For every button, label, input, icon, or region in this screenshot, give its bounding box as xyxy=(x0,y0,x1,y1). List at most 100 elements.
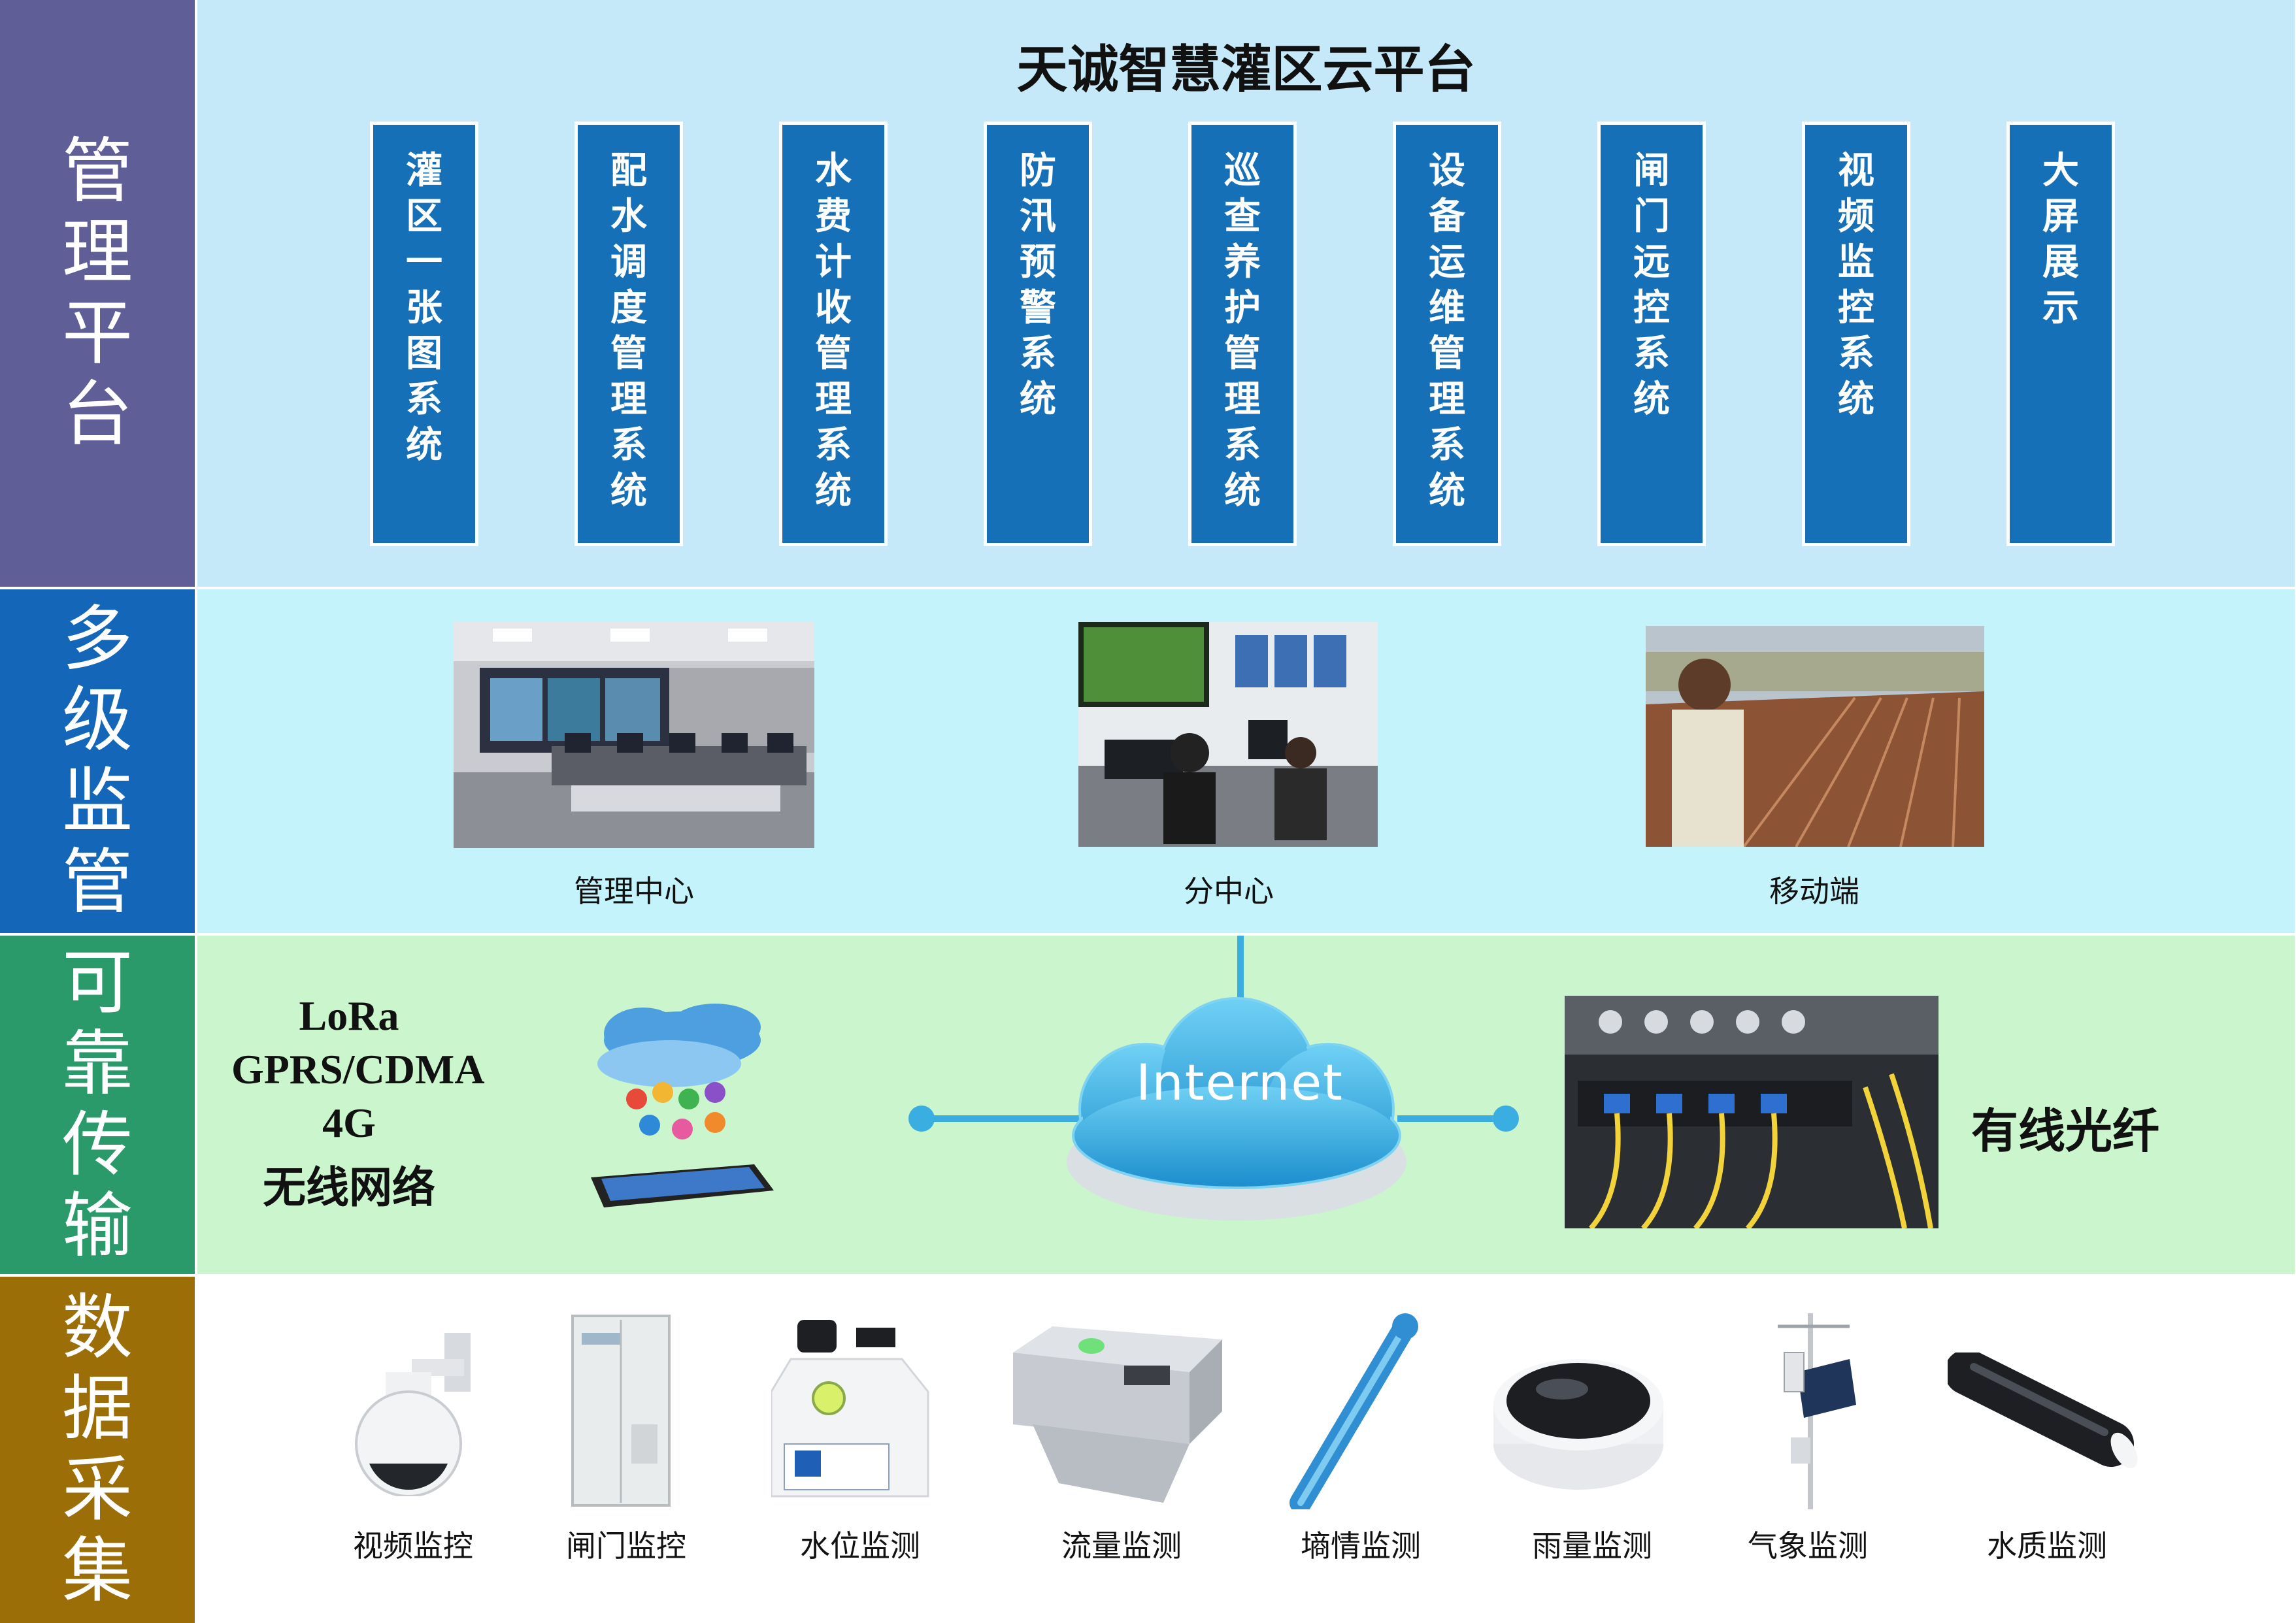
vertical-char: 统 xyxy=(1224,470,1261,512)
vertical-char: 汛 xyxy=(1020,195,1056,238)
vertical-char: 屏 xyxy=(2042,195,2079,238)
vertical-char: 理 xyxy=(815,378,852,421)
vertical-char: 控 xyxy=(1838,287,1874,329)
rain-gauge-icon xyxy=(1493,1359,1663,1490)
vertical-char: 统 xyxy=(1020,378,1056,421)
cloud-phone-image xyxy=(591,1004,774,1207)
vertical-char: 统 xyxy=(1633,378,1670,421)
vertical-char: 监 xyxy=(1838,241,1874,284)
vertical-char: 设 xyxy=(1429,150,1465,192)
vertical-char: 张 xyxy=(406,287,442,329)
vertical-char: 查 xyxy=(1224,195,1261,238)
vertical-char: 灌 xyxy=(406,150,442,192)
vertical-char: 控 xyxy=(1633,287,1670,329)
vertical-char: 巡 xyxy=(1224,150,1261,192)
vertical-char: 数 xyxy=(61,1287,133,1369)
sub-center-image xyxy=(1078,622,1378,847)
vertical-char: 平 xyxy=(61,293,133,374)
internet-cloud-icon xyxy=(1067,997,1406,1221)
caption-sub-center: 分中心 xyxy=(1184,874,1274,909)
module-6[interactable]: 设备运维管理系统 xyxy=(1393,122,1501,546)
vertical-char: 系 xyxy=(1224,424,1261,467)
vertical-char: 多 xyxy=(61,598,133,680)
vertical-char: 备 xyxy=(1429,195,1465,238)
module-7[interactable]: 闸门远控系统 xyxy=(1597,122,1706,546)
vertical-char: 预 xyxy=(1020,241,1056,284)
vertical-char: 统 xyxy=(1429,470,1465,512)
mobile-field-image xyxy=(1646,626,1984,847)
vertical-char: 系 xyxy=(815,424,852,467)
vertical-char: 采 xyxy=(61,1449,133,1531)
caption-mobile: 移动端 xyxy=(1769,874,1859,909)
module-8[interactable]: 视频监控系统 xyxy=(1802,122,1910,546)
vertical-char: 防 xyxy=(1020,150,1056,192)
vertical-char: 管 xyxy=(1224,333,1261,375)
module-1[interactable]: 灌区一张图系统 xyxy=(370,122,478,546)
vertical-char: 管 xyxy=(610,333,647,375)
vertical-char: 理 xyxy=(1224,378,1261,421)
vertical-char: 统 xyxy=(406,424,442,467)
module-3[interactable]: 水费计收管理系统 xyxy=(779,122,888,546)
wireless-network-label: 无线网络 xyxy=(263,1162,435,1213)
vertical-char: 理 xyxy=(610,378,647,421)
vertical-char: 运 xyxy=(1429,241,1465,284)
monitoring-panel: 管理中心 分中心 移动端 xyxy=(197,589,2295,933)
vertical-char: 水 xyxy=(815,150,852,192)
flow-meter-icon xyxy=(1013,1326,1222,1503)
platform-panel: 天诚智慧灌区云平台 灌区一张图系统 配水调度管理系统 水费计收管理系统 防汛预警… xyxy=(197,0,2295,587)
vertical-char: 统 xyxy=(1838,378,1874,421)
platform-title: 天诚智慧灌区云平台 xyxy=(1016,41,1476,99)
vertical-char: 系 xyxy=(406,378,442,421)
layer-label-monitoring: 多级监管 xyxy=(0,589,195,933)
weather-station-icon xyxy=(1778,1313,1856,1509)
control-room-image xyxy=(454,622,814,848)
device-label-soil: 墒情监测 xyxy=(1301,1528,1421,1564)
vertical-char: 门 xyxy=(1633,195,1670,238)
vertical-char: 系 xyxy=(1020,333,1056,375)
vertical-char: 监 xyxy=(61,761,133,842)
vertical-char: 维 xyxy=(1429,287,1465,329)
vertical-char: 可 xyxy=(61,942,133,1024)
vertical-char: 护 xyxy=(1224,287,1261,329)
vertical-char: 区 xyxy=(406,195,442,238)
vertical-char: 视 xyxy=(1838,150,1874,192)
vertical-char: 系 xyxy=(1633,333,1670,375)
vertical-char: 警 xyxy=(1020,287,1056,329)
device-label-video: 视频监控 xyxy=(353,1528,473,1564)
vertical-char: 示 xyxy=(2042,287,2079,329)
device-label-water-quality: 水质监测 xyxy=(1987,1528,2107,1564)
layer-label-platform: 管理平台 xyxy=(0,0,195,587)
vertical-char: 一 xyxy=(406,241,442,284)
module-4[interactable]: 防汛预警系统 xyxy=(984,122,1092,546)
vertical-char: 收 xyxy=(815,287,852,329)
module-2[interactable]: 配水调度管理系统 xyxy=(574,122,683,546)
vertical-char: 理 xyxy=(61,212,133,293)
vertical-char: 养 xyxy=(1224,241,1261,284)
vertical-char: 台 xyxy=(61,374,133,455)
vertical-char: 计 xyxy=(815,241,852,284)
vertical-char: 管 xyxy=(61,131,133,212)
device-label-rain: 雨量监测 xyxy=(1532,1528,1652,1564)
vertical-char: 级 xyxy=(61,680,133,761)
module-5[interactable]: 巡查养护管理系统 xyxy=(1188,122,1297,546)
module-9[interactable]: 大屏展示 xyxy=(2006,122,2115,546)
vertical-char: 展 xyxy=(2042,241,2079,284)
vertical-char: 集 xyxy=(61,1530,133,1612)
vertical-char: 水 xyxy=(610,195,647,238)
vertical-char: 图 xyxy=(406,333,442,375)
caption-management-center: 管理中心 xyxy=(574,874,694,909)
video-camera-icon xyxy=(355,1333,471,1496)
vertical-char: 闸 xyxy=(1633,150,1670,192)
device-label-gate: 闸门监控 xyxy=(566,1528,686,1564)
vertical-char: 管 xyxy=(815,333,852,375)
vertical-char: 理 xyxy=(1429,378,1465,421)
vertical-char: 系 xyxy=(610,424,647,467)
wireless-4g: 4G xyxy=(322,1100,376,1146)
water-level-sensor-icon xyxy=(771,1320,929,1498)
layer-label-transport: 可靠传输 xyxy=(0,936,195,1274)
device-label-water-level: 水位监测 xyxy=(800,1528,920,1564)
vertical-char: 统 xyxy=(815,470,852,512)
vertical-char: 度 xyxy=(610,287,647,329)
transport-panel: LoRa GPRS/CDMA 4G 无线网络 xyxy=(197,936,2295,1274)
vertical-char: 系 xyxy=(1838,333,1874,375)
